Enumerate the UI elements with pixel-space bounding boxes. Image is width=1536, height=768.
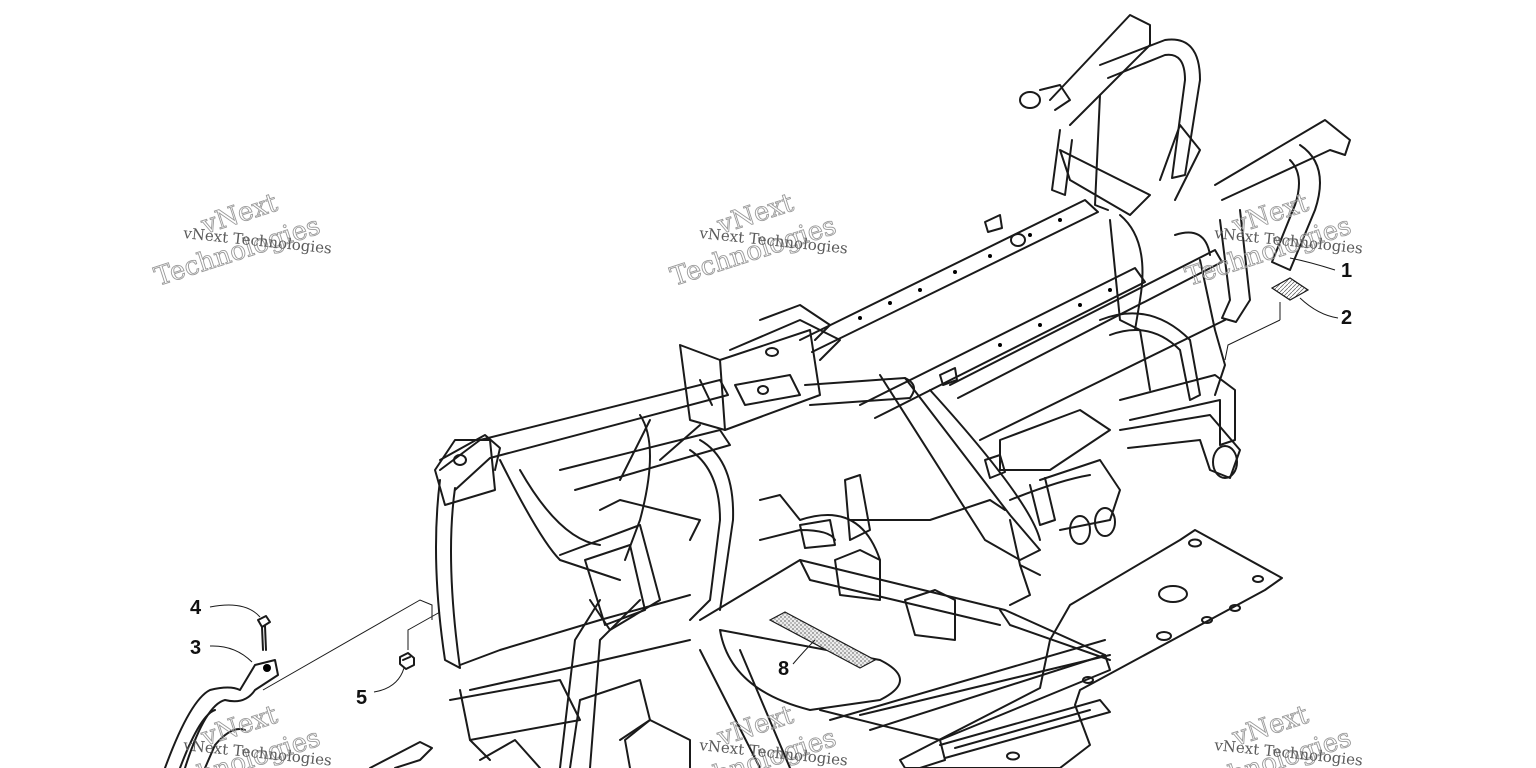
bolt-part-4 — [257, 615, 271, 651]
nut-part-5 — [399, 652, 415, 670]
main-frame — [434, 14, 1351, 768]
watermark-2: vNext Technologies vNext Technologies — [666, 187, 848, 293]
skid-plate — [899, 529, 1283, 768]
front-bumper — [164, 659, 433, 768]
floor-pad — [768, 611, 877, 669]
callout-2: 2 — [1341, 307, 1352, 329]
watermark-1: vNext Technologies vNext Technologies — [150, 187, 332, 293]
callout-5: 5 — [356, 687, 367, 709]
callout-8: 8 — [778, 658, 789, 680]
callout-4: 4 — [190, 597, 202, 619]
decal — [1270, 277, 1310, 301]
leader-lines — [209, 257, 1339, 693]
watermark-6: vNext Technologies vNext Technologies — [1181, 699, 1363, 768]
callout-3: 3 — [190, 637, 201, 659]
callout-1: 1 — [1341, 260, 1352, 282]
callout-labels: 1 2 3 4 5 8 — [190, 260, 1352, 709]
watermark-3: vNext Technologies vNext Technologies — [1181, 187, 1363, 293]
